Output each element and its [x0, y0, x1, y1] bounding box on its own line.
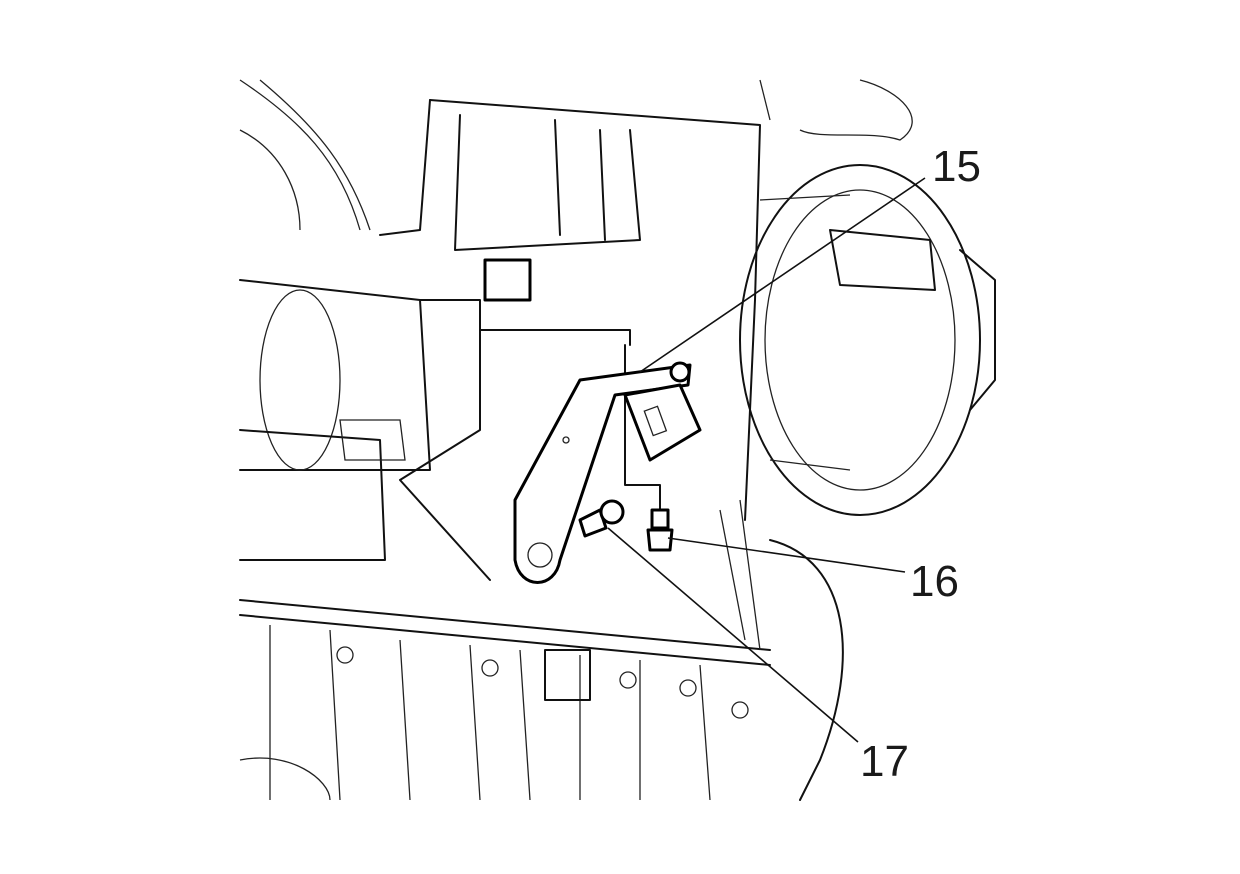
callout-15: 15 [932, 142, 981, 191]
leader-line-16 [667, 537, 906, 573]
bracket-part-15 [513, 361, 702, 584]
bolt-part-16 [646, 508, 674, 552]
callout-17: 17 [860, 737, 909, 786]
bolt-part-17 [578, 499, 625, 538]
engine-background [239, 79, 996, 801]
leader-lines [607, 177, 926, 743]
leader-line-17 [607, 527, 859, 743]
leader-line-15 [639, 177, 926, 373]
callout-16: 16 [910, 557, 959, 606]
